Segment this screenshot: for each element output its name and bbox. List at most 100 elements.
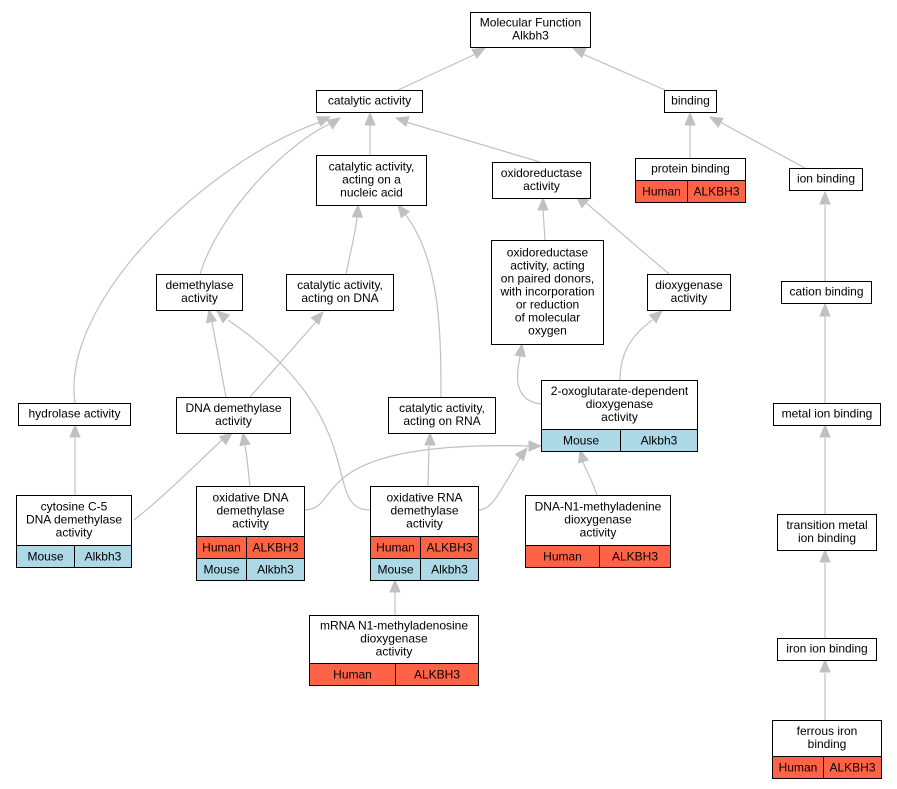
go-term-label: demethylase — [390, 504, 458, 518]
arrowhead — [205, 308, 218, 324]
edge-line — [303, 445, 531, 511]
species-label: Human — [642, 185, 681, 199]
go-term-node[interactable]: iron ion binding — [777, 638, 877, 661]
annotation-row — [370, 558, 479, 581]
edge-arrow — [133, 432, 233, 521]
edge-arrow — [397, 203, 442, 398]
arrowhead — [537, 196, 549, 211]
species-label: Mouse — [203, 563, 239, 577]
go-term-label: binding — [671, 94, 710, 108]
arrowhead — [819, 658, 831, 673]
go-term-label: oxygen — [528, 324, 567, 338]
go-term-label: dioxygenase — [655, 278, 723, 292]
gene-label: ALKBH3 — [612, 550, 658, 564]
arrowhead — [424, 431, 436, 446]
arrowhead — [684, 111, 696, 126]
go-term-label: oxidoreductase — [501, 166, 583, 180]
edge-arrow — [477, 446, 528, 511]
go-term-label: dioxygenase — [360, 632, 428, 646]
species-label: Human — [202, 541, 241, 555]
edge-arrow — [303, 440, 543, 511]
edge-arrow — [394, 116, 541, 163]
arrowhead — [571, 47, 587, 59]
go-term-label: activity — [580, 526, 617, 540]
go-term-label: activity — [601, 410, 638, 424]
go-term-label: with incorporation — [499, 285, 594, 299]
edge-line — [719, 121, 806, 169]
edge-arrow — [537, 196, 549, 241]
go-term-label: protein binding — [651, 162, 730, 176]
edge-arrow — [389, 578, 401, 615]
gene-label: ALKBH3 — [252, 541, 298, 555]
arrowhead — [471, 47, 487, 60]
annotation-row — [635, 180, 746, 203]
species-label: Human — [779, 761, 818, 775]
edge-line — [405, 121, 541, 163]
go-term-node[interactable]: catalytic activity — [316, 90, 423, 113]
go-term-node[interactable]: catalytic activity,acting on DNA — [286, 274, 394, 311]
annotation-row — [525, 545, 671, 568]
species-label: Human — [376, 541, 415, 555]
go-term-box — [664, 90, 717, 113]
go-term-box — [541, 380, 698, 430]
species-label: Human — [543, 550, 582, 564]
go-term-label: catalytic activity — [328, 94, 411, 108]
go-term-label: oxidative DNA — [212, 491, 288, 505]
go-term-node[interactable]: hydrolase activity — [18, 403, 131, 426]
go-term-label: iron ion binding — [786, 642, 867, 656]
edge-arrow — [619, 310, 663, 381]
go-term-label: or reduction — [516, 298, 579, 312]
go-term-label: on paired donors, — [501, 272, 594, 286]
edge-line — [477, 457, 521, 511]
go-term-label: ion binding — [798, 531, 856, 545]
go-term-box — [781, 281, 872, 304]
edge-arrow — [216, 310, 371, 511]
arrowhead — [218, 432, 233, 446]
edge-line — [404, 213, 442, 398]
arrowhead — [528, 440, 543, 452]
arrowhead — [394, 116, 410, 128]
edge-arrow — [819, 423, 831, 514]
go-term-label: 2-oxoglutarate-dependent — [551, 384, 689, 398]
go-term-label: cation binding — [789, 285, 863, 299]
go-term-box — [777, 638, 877, 661]
go-term-node[interactable]: cation binding — [781, 281, 872, 304]
species-label: Mouse — [563, 434, 599, 448]
go-term-node[interactable]: 2-oxoglutarate-dependentdioxygenaseactiv… — [541, 380, 698, 452]
go-term-label: DNA demethylase — [26, 513, 122, 527]
go-term-label: demethylase — [165, 278, 233, 292]
arrowhead — [310, 311, 324, 326]
go-term-label: catalytic activity, — [297, 278, 383, 292]
go-term-node[interactable]: mRNA N1-methyladenosinedioxygenaseactivi… — [309, 615, 479, 686]
arrowhead — [351, 203, 364, 218]
go-term-box — [777, 514, 877, 551]
arrowhead — [216, 310, 231, 324]
go-term-node[interactable]: binding — [664, 90, 717, 113]
go-term-box — [316, 90, 423, 113]
go-term-node[interactable]: catalytic activity,acting on RNA — [388, 397, 496, 434]
edge-arrow — [708, 116, 806, 169]
annotation-row — [309, 663, 479, 686]
go-term-node[interactable]: DNA-N1-methyladeninedioxygenaseactivityH… — [525, 495, 671, 568]
annotation-row — [541, 429, 698, 452]
annotation-row — [772, 756, 882, 779]
gene-label: Alkbh3 — [85, 550, 122, 564]
go-term-node[interactable]: ion binding — [789, 168, 863, 191]
edge-arrow — [819, 658, 831, 720]
go-term-node[interactable]: metal ion binding — [773, 403, 881, 426]
